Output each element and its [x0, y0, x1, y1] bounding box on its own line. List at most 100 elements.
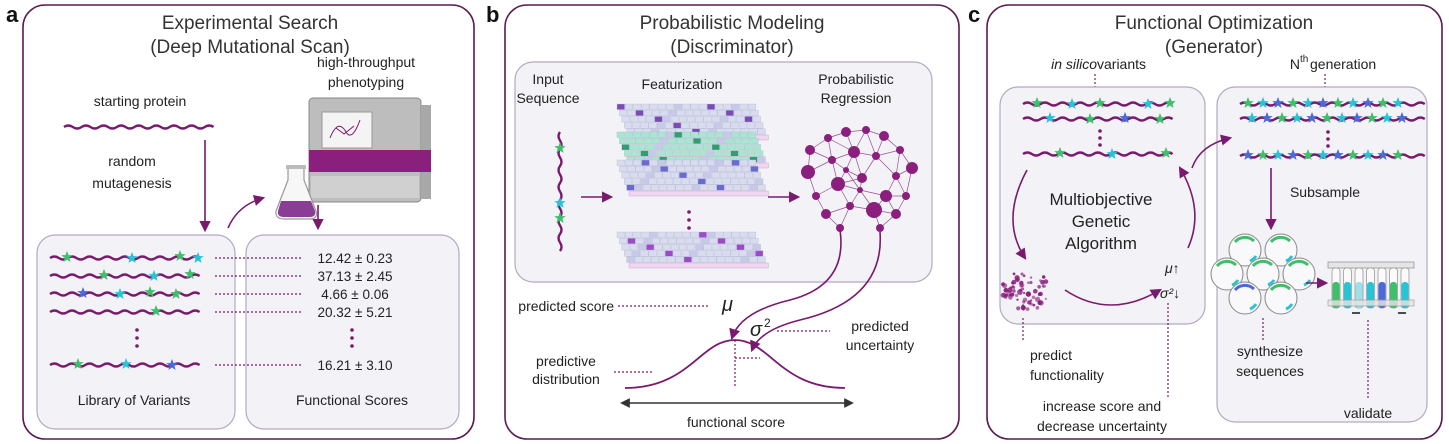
- test-tube-rack-icon: [1327, 261, 1415, 314]
- input-sequence-vertical: [554, 131, 566, 252]
- panel-c: c Functional Optimization (Generator) in…: [968, 2, 1443, 440]
- flask-icon: [275, 165, 317, 220]
- probabilistic-regression-line2: Regression: [821, 90, 892, 106]
- panel-c-title-line1: Functional Optimization: [1115, 13, 1314, 34]
- network-node: [866, 202, 882, 218]
- network-node: [906, 162, 918, 174]
- network-node: [805, 145, 815, 155]
- predicted-uncertainty-line2: uncertainty: [846, 337, 914, 353]
- prediction-particle-cloud: [1000, 272, 1049, 311]
- input-sequence-line2: Sequence: [516, 90, 579, 106]
- input-sequence-line1: Input: [532, 71, 563, 87]
- predictive-distribution-line2: distribution: [532, 371, 600, 387]
- mu-symbol: μ: [721, 294, 733, 316]
- increase-score-line2: decrease uncertainty: [1037, 418, 1167, 434]
- network-node: [892, 172, 900, 180]
- mu-up-arrow: μ↑: [1164, 260, 1180, 276]
- moga-line3: Algorithm: [1065, 234, 1137, 253]
- score-connectors: [215, 257, 302, 366]
- variant-library: [48, 250, 204, 370]
- sigma-down-arrow: σ²↓: [1160, 285, 1180, 301]
- panel-b-title-line2: (Discriminator): [670, 37, 794, 58]
- network-node: [848, 146, 860, 158]
- score-3: 4.66 ± 0.06: [321, 287, 388, 302]
- network-node: [846, 202, 854, 210]
- validate-label: validate: [1344, 405, 1392, 421]
- moga-line1: Multiobjective: [1050, 190, 1153, 209]
- ga-cycle-arrow-right: [1178, 166, 1196, 249]
- scores-box: [245, 234, 460, 430]
- regression-network: [801, 126, 918, 232]
- library-of-variants-label: Library of Variants: [78, 392, 191, 408]
- library-to-flask-arrow: [227, 195, 266, 229]
- network-node: [902, 192, 910, 200]
- htp-label-line2: phenotyping: [328, 74, 404, 90]
- predicted-score-label: predicted score: [518, 298, 614, 314]
- feature-grid: [616, 159, 769, 197]
- feature-grid: [616, 231, 769, 269]
- network-node: [824, 134, 832, 142]
- network-node: [857, 187, 863, 193]
- network-node: [831, 177, 845, 191]
- network-node: [876, 224, 884, 232]
- network-node: [857, 173, 867, 183]
- network-node: [880, 190, 892, 202]
- mu-arrow: [729, 229, 842, 341]
- panel-a-title-line1: Experimental Search: [162, 13, 338, 34]
- predicted-uncertainty-line1: predicted: [851, 318, 909, 334]
- network-node: [836, 224, 844, 232]
- predict-functionality-line2: functionality: [1030, 367, 1104, 383]
- panel-c-title-line2: (Generator): [1165, 37, 1263, 58]
- subsample-label: Subsample: [1290, 184, 1360, 200]
- network-node: [896, 146, 904, 154]
- in-silico-label-rest: variants: [1097, 56, 1146, 72]
- featurization-grids: [616, 103, 769, 269]
- network-node: [879, 131, 889, 141]
- probabilistic-regression-line1: Probabilistic: [818, 71, 893, 87]
- network-node: [843, 167, 849, 173]
- sigma-exponent: 2: [764, 316, 771, 330]
- feature-ellipsis: [687, 210, 691, 230]
- in-silico-variants: [1021, 97, 1176, 159]
- plasmid-plate-icon: [1210, 233, 1316, 315]
- library-box: [36, 234, 236, 430]
- synthesize-line2: sequences: [1236, 363, 1304, 379]
- in-silico-label-italic: in silico: [1051, 56, 1097, 72]
- network-node: [801, 165, 815, 179]
- sigma-symbol: σ: [750, 319, 763, 341]
- network-node: [872, 152, 880, 160]
- ga-cycle-arrow-left: [1012, 169, 1028, 260]
- featurization-label: Featurization: [642, 76, 723, 92]
- panel-a-letter: a: [6, 2, 19, 27]
- panel-b-title-line1: Probabilistic Modeling: [640, 13, 825, 34]
- ga-to-generation-arrow: [1191, 134, 1233, 169]
- functional-scores-label: Functional Scores: [296, 392, 408, 408]
- increase-score-line1: increase score and: [1043, 398, 1161, 414]
- nth-generation-sup: th: [1300, 54, 1308, 65]
- synthesize-line1: synthesize: [1237, 343, 1303, 359]
- network-node: [828, 156, 836, 164]
- score-2: 37.13 ± 2.45: [318, 269, 393, 284]
- random-mutagenesis-line2: mutagenesis: [92, 175, 171, 191]
- nth-generation-rest: generation: [1310, 56, 1376, 72]
- htp-machine-icon: [308, 97, 431, 203]
- htp-label-line1: high-throughput: [317, 54, 415, 70]
- panel-b: b Probabilistic Modeling (Discriminator)…: [486, 2, 960, 440]
- nth-generation-box: [1216, 86, 1428, 423]
- score-1: 12.42 ± 0.23: [318, 251, 393, 266]
- predictive-distribution-line1: predictive: [536, 353, 596, 369]
- score-4: 20.32 ± 5.21: [318, 305, 393, 320]
- network-node: [812, 192, 820, 200]
- ga-box: [999, 86, 1206, 325]
- network-node: [841, 127, 851, 137]
- panel-a-title-line2: (Deep Mutational Scan): [150, 37, 350, 58]
- panel-b-letter: b: [486, 2, 499, 27]
- starting-protein-label: starting protein: [94, 93, 187, 109]
- network-node: [891, 209, 901, 219]
- network-node: [821, 209, 831, 219]
- functional-score-label: functional score: [687, 414, 785, 430]
- moga-line2: Genetic: [1072, 212, 1131, 231]
- panel-c-letter: c: [968, 2, 980, 27]
- panel-a: a Experimental Search (Deep Mutational S…: [6, 2, 475, 440]
